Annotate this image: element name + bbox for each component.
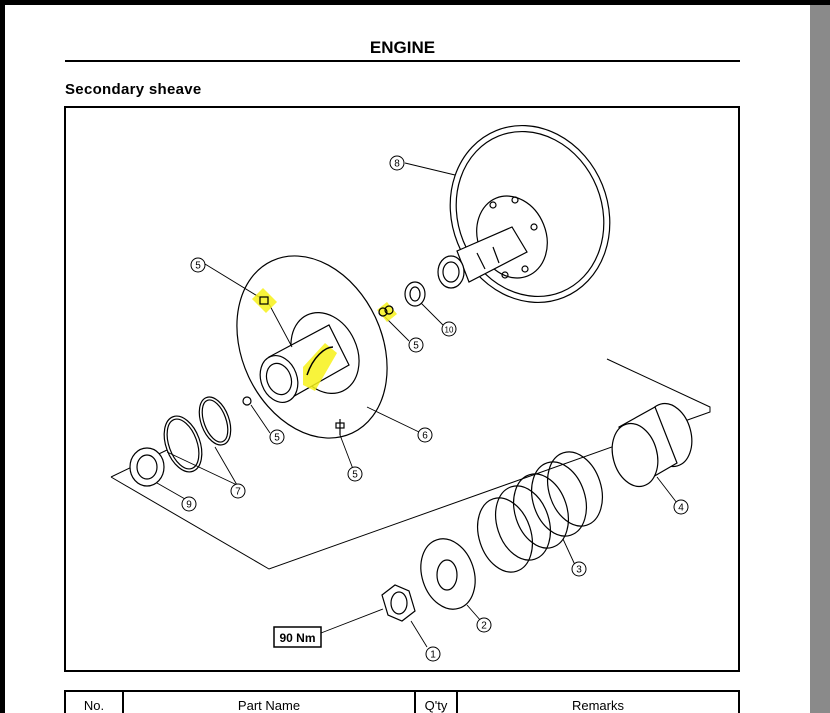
secondary-sheave-diagram: 8 5 5 10 5 6 5 7 9 4 3 2 1 90 Nm: [110, 124, 711, 662]
assembly-outline: [110, 358, 711, 570]
header-remarks: Remarks: [456, 690, 740, 713]
guide-pin: [242, 396, 252, 406]
o-ring-a: [163, 415, 203, 473]
callout-7: 7: [235, 487, 241, 498]
header-rule: [65, 60, 740, 62]
header-part-name: Part Name: [122, 690, 416, 713]
fixed-sheave: [437, 124, 611, 304]
callout-9: 9: [186, 500, 192, 511]
nut: [381, 584, 416, 622]
o-ring-b: [198, 396, 232, 446]
header-qty: Q'ty: [414, 690, 458, 713]
callout-5: 5: [413, 341, 419, 352]
washer: [420, 538, 476, 610]
callout-2: 2: [481, 621, 487, 632]
callout-4: 4: [678, 503, 684, 514]
callout-5: 5: [195, 261, 201, 272]
movable-sheave: [236, 255, 388, 439]
callout-10: 10: [445, 326, 454, 335]
compression-spring: [477, 451, 603, 573]
callout-6: 6: [422, 431, 428, 442]
spring-seat: [611, 402, 693, 488]
torque-box: [273, 626, 322, 648]
oil-seal-10: [404, 281, 426, 307]
callout-8: 8: [394, 159, 400, 170]
torque-label: 90 Nm: [279, 631, 315, 645]
section-title: Secondary sheave: [65, 81, 202, 98]
exploded-diagram: 8 5 5 10 5 6 5 7 9 4 3 2 1 90 Nm: [64, 106, 740, 672]
table-header-row: No. Part Name Q'ty Remarks: [64, 690, 740, 713]
callout-3: 3: [576, 565, 582, 576]
callout-5: 5: [274, 433, 280, 444]
document-page: ENGINE Secondary sheave: [5, 5, 810, 713]
callout-5: 5: [352, 470, 358, 481]
callout-1: 1: [430, 650, 436, 661]
oil-seal-9: [129, 447, 165, 487]
scrollbar-track[interactable]: [810, 5, 830, 713]
parts-table: No. Part Name Q'ty Remarks: [64, 690, 740, 713]
header-no: No.: [64, 690, 124, 713]
page-header-title: ENGINE: [369, 38, 436, 57]
